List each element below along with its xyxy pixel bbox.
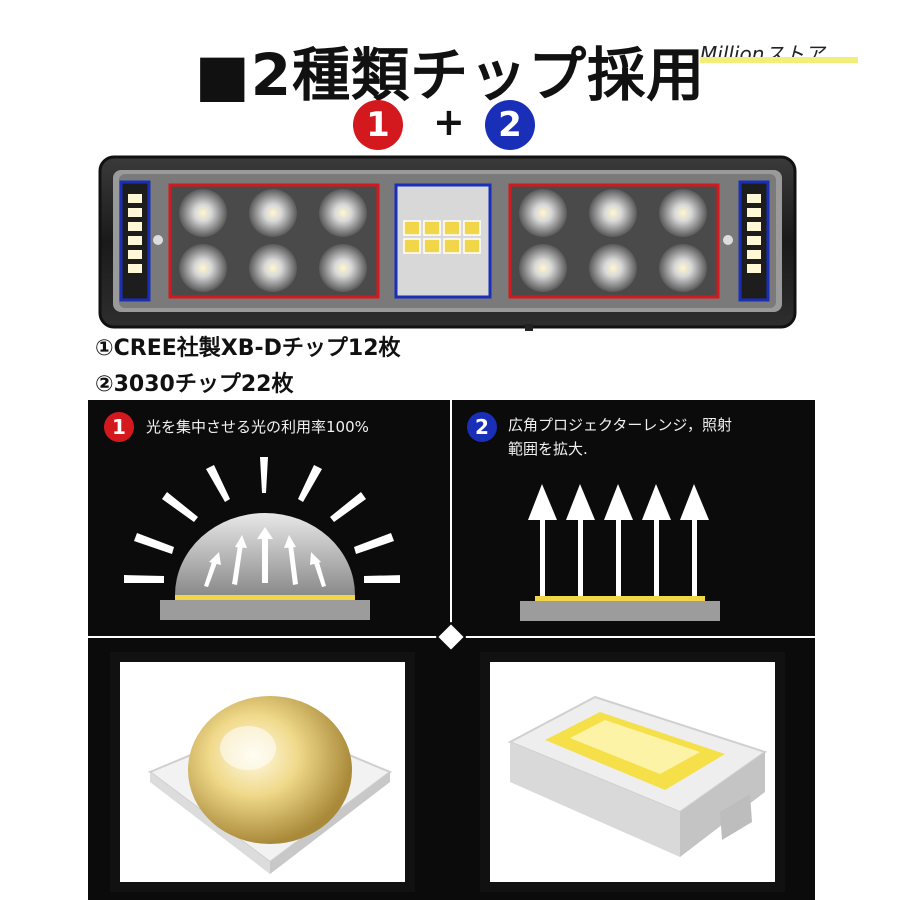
badge-two: 2 bbox=[485, 100, 535, 150]
chip-label-cree: ①CREE社製XB-Dチップ12枚 bbox=[95, 336, 401, 361]
brand-underline bbox=[700, 57, 858, 63]
panel-badge-one: 1 bbox=[104, 412, 134, 442]
wide-beam-arrows-icon bbox=[520, 484, 720, 621]
page-title: ■2種類チップ採用 bbox=[194, 41, 706, 109]
diamond-icon bbox=[436, 622, 466, 652]
focused-light-icon bbox=[124, 457, 400, 620]
led-light-bar-image bbox=[98, 155, 797, 331]
panel-text-wide-line1: 広角プロジェクターレンジ，照射 bbox=[508, 416, 732, 434]
badge-one: 1 bbox=[353, 100, 403, 150]
cree-led-photo bbox=[110, 652, 415, 892]
panel-divider bbox=[450, 400, 452, 637]
panel-text-focus: 光を集中させる光の利用率100% bbox=[146, 418, 369, 436]
smd-3030-chip-photo bbox=[480, 652, 785, 892]
panel-text-wide-line2: 範囲を拡大. bbox=[508, 440, 588, 458]
plus-sign: + bbox=[433, 100, 465, 144]
panel-badge-two: 2 bbox=[467, 412, 497, 442]
chip-label-smd: ②3030チップ22枚 bbox=[95, 372, 294, 397]
